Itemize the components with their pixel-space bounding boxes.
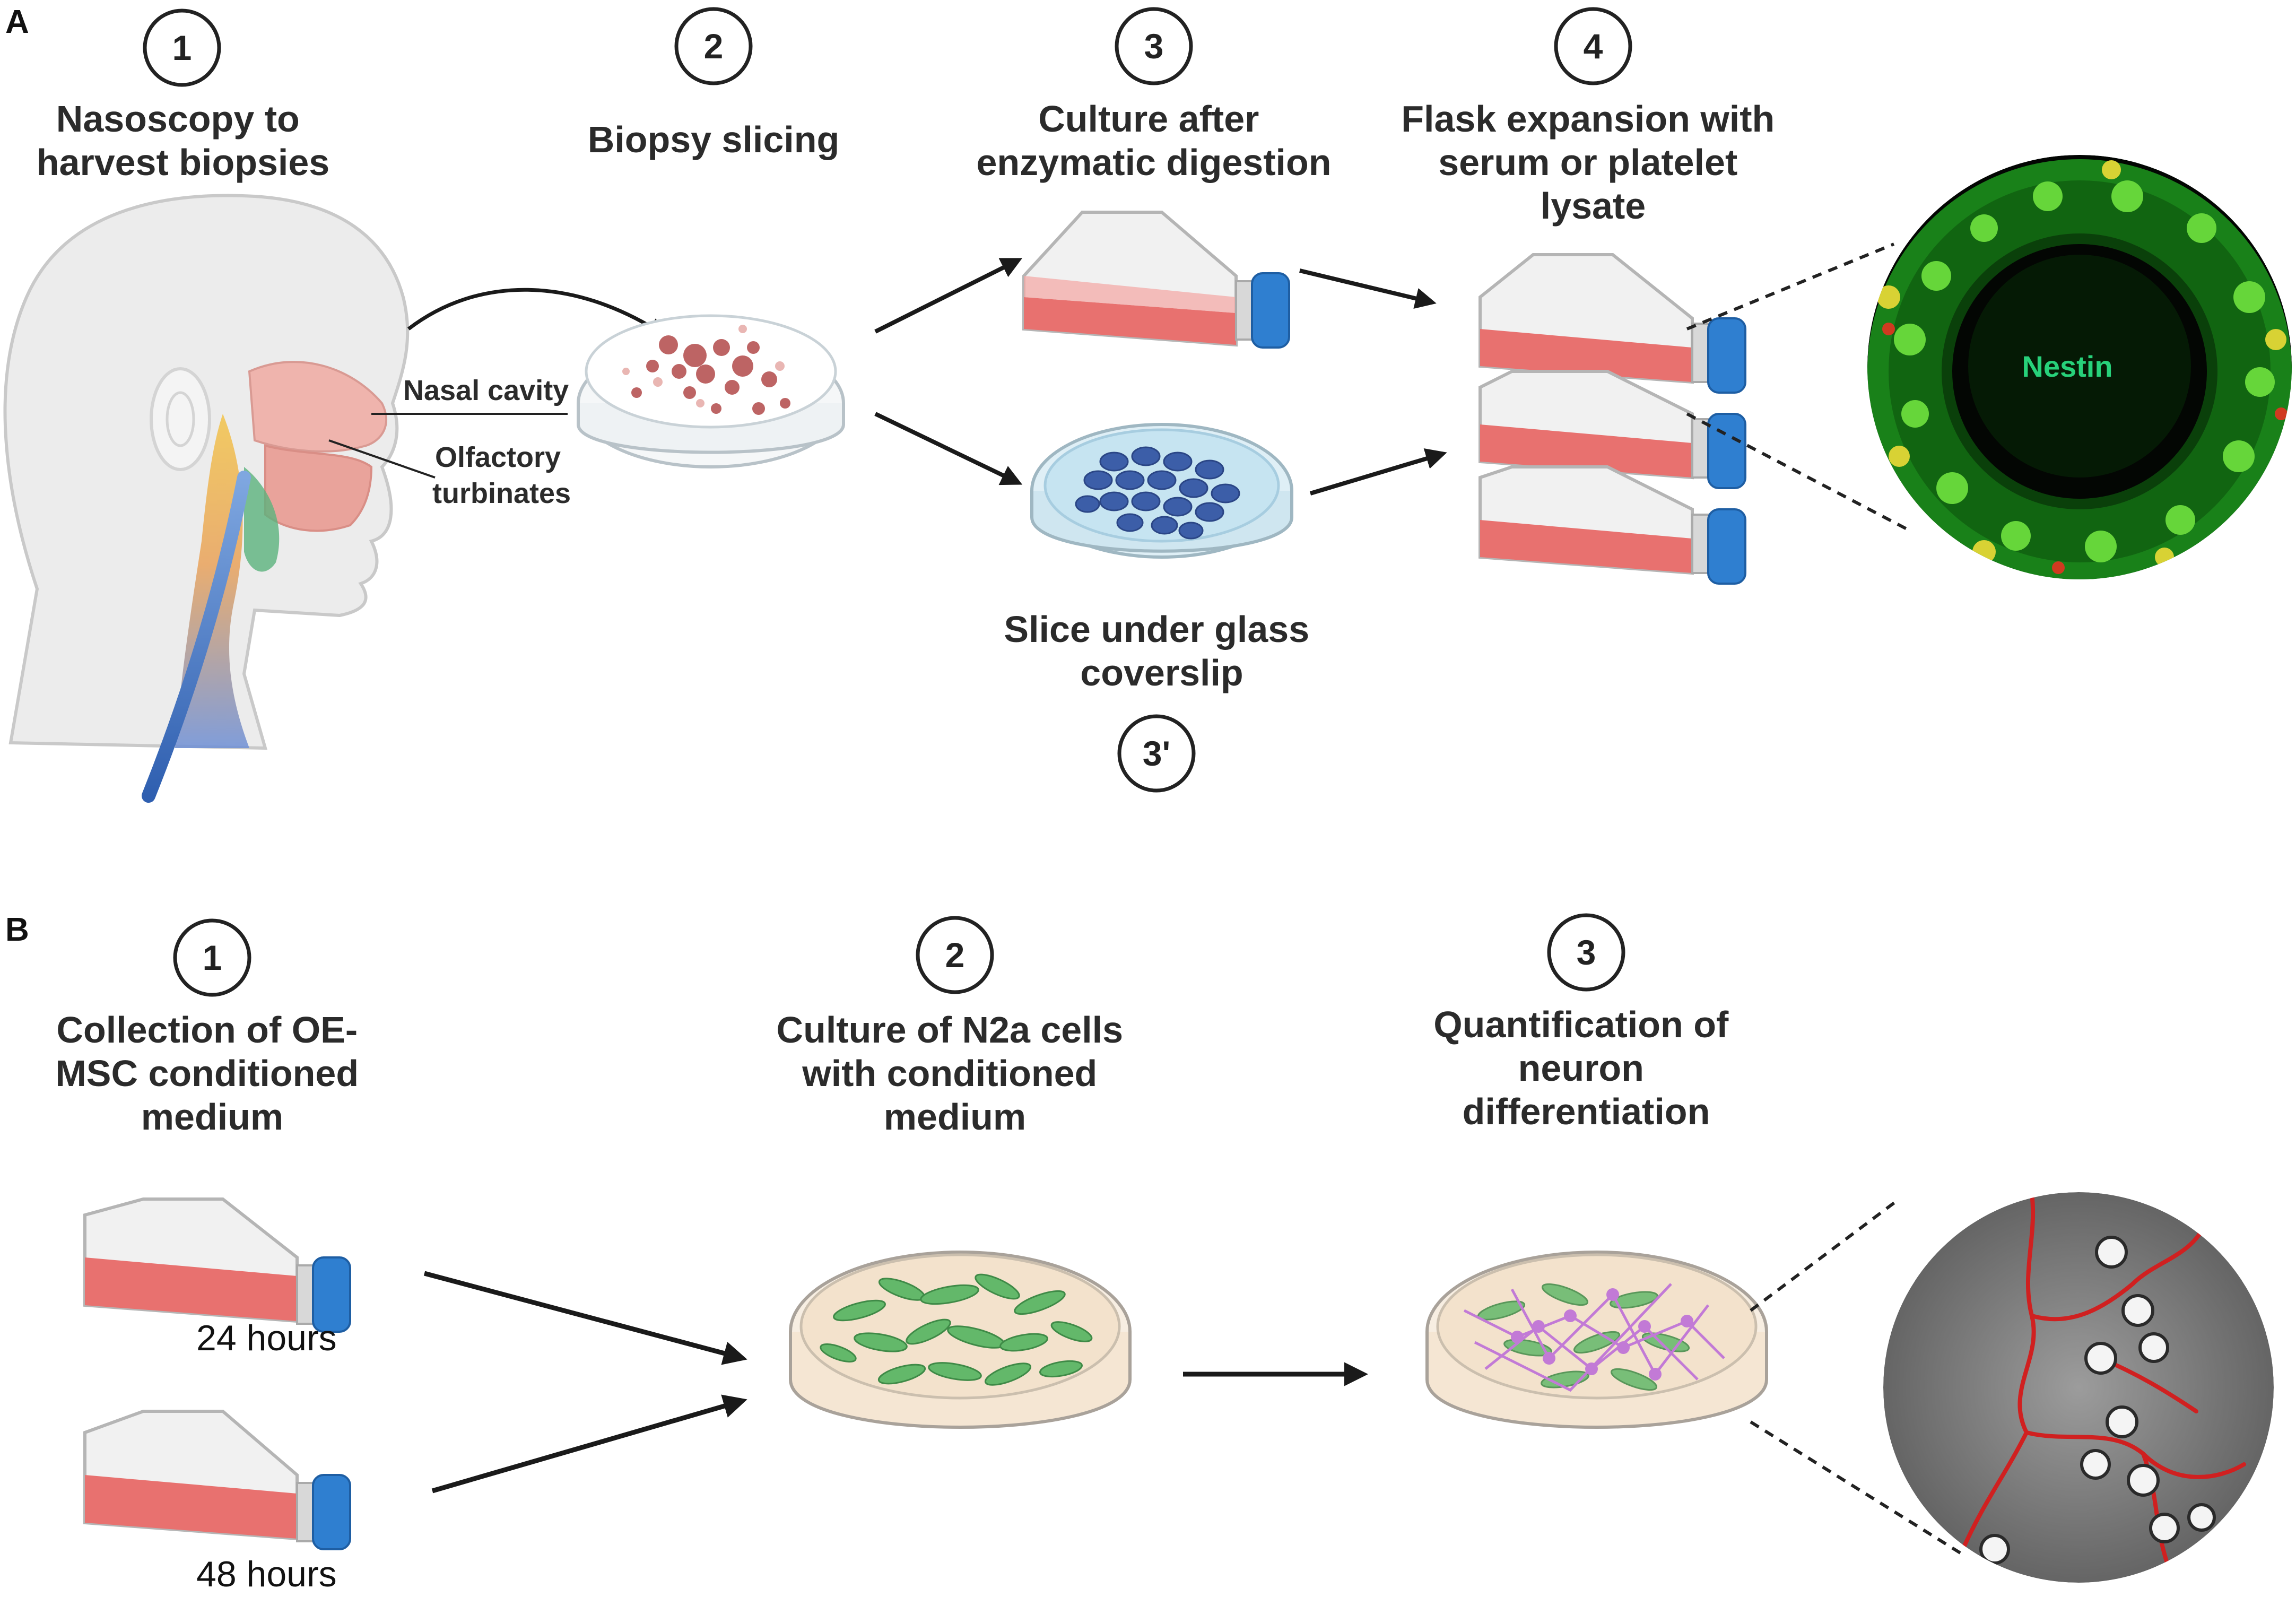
arrow-24h-to-culture — [423, 1271, 747, 1365]
step-a4-title: Flask expansion with serum or platelet l… — [1401, 98, 1785, 227]
step-a3p-title: Slice under glass coverslip — [1004, 609, 1319, 693]
step-a2-title: Biopsy slicing — [588, 119, 840, 160]
step-b3-number: 3 — [1577, 933, 1596, 972]
step-a3p-number: 3' — [1143, 734, 1170, 773]
step-b2-number: 2 — [945, 935, 965, 975]
flask-stack-2 — [1479, 370, 1746, 489]
step-b1-title: Collection of OE- MSC conditioned medium — [55, 1009, 369, 1138]
arrow-coverslip-to-expansion — [1309, 448, 1447, 496]
culture-flask-a3 — [1022, 211, 1290, 349]
step-b3-badge: 3 — [1547, 913, 1625, 992]
step-b2-badge: 2 — [916, 916, 994, 994]
flask-48h — [83, 1410, 351, 1550]
zoom-line-bottom-a — [1686, 412, 1911, 532]
step-a1-title: Nasoscopy to harvest biopsies — [37, 98, 329, 183]
flask-stack-1 — [1479, 253, 1746, 394]
n2a-culture-dish — [789, 1251, 1132, 1429]
label-24-hours: 24 hours — [196, 1318, 337, 1358]
arrow-48h-to-culture — [431, 1394, 747, 1494]
neuron-micrograph — [1883, 1192, 2274, 1583]
zoom-line-bottom-b — [1750, 1420, 1964, 1556]
head-anatomy-illustration — [3, 194, 568, 803]
step-a1-number: 1 — [172, 28, 192, 67]
step-b3-title: Quantification of neuron differentiation — [1433, 1004, 1739, 1132]
step-a3p-badge: 3' — [1117, 714, 1196, 793]
label-nestin: Nestin — [2022, 350, 2112, 383]
arrow-head-to-dish — [407, 288, 666, 336]
arrow-dish-to-flask — [874, 258, 1023, 334]
step-a4-number: 4 — [1584, 27, 1603, 66]
differentiation-dish — [1425, 1251, 1768, 1429]
stacked-flasks — [1479, 253, 1746, 585]
coverslip-petri-dish — [1030, 423, 1293, 559]
step-a4-badge: 4 — [1554, 7, 1632, 85]
panel-a-letter: A — [5, 4, 29, 40]
panel-b-letter: B — [5, 912, 29, 948]
zoom-line-top-b — [1750, 1197, 1900, 1312]
step-b2-title: Culture of N2a cells with conditioned me… — [777, 1009, 1134, 1138]
step-a2-number: 2 — [704, 27, 724, 66]
step-a1-badge: 1 — [143, 8, 221, 87]
arrow-flask-to-expansion — [1299, 268, 1437, 309]
step-b1-number: 1 — [203, 938, 222, 977]
step-a3-title: Culture after enzymatic digestion — [976, 98, 1331, 183]
nestin-micrograph — [1867, 155, 2292, 579]
biopsy-petri-dish — [577, 314, 845, 468]
label-nasal-cavity: Nasal cavity — [403, 375, 569, 406]
step-a3-number: 3 — [1144, 27, 1164, 66]
flask-stack-3 — [1479, 465, 1746, 585]
step-b1-badge: 1 — [173, 918, 251, 997]
step-a2-badge: 2 — [674, 7, 753, 85]
arrow-dish-to-coverslip — [874, 412, 1023, 485]
label-48-hours: 48 hours — [196, 1554, 337, 1594]
label-olfactory-turbinates: Olfactory turbinates — [432, 441, 571, 509]
flask-24h — [83, 1197, 351, 1333]
zoom-line-top-a — [1686, 242, 1895, 331]
step-a3-badge: 3 — [1115, 7, 1193, 85]
